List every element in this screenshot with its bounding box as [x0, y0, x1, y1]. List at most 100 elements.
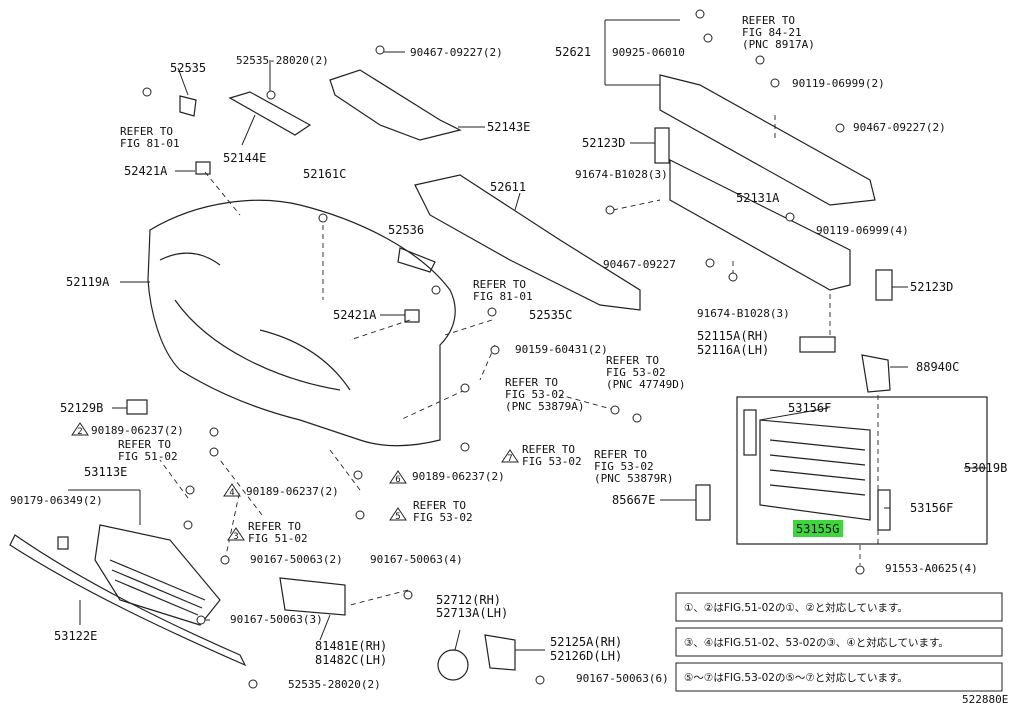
label-90159-60431[interactable]: 90159-60431(2) [515, 343, 608, 356]
label-91674-b1028-b[interactable]: 91674-B1028(3) [697, 307, 790, 320]
label-refer-81-01-line2[interactable]: FIG 81-01 [120, 137, 180, 150]
label-52535-28020-top[interactable]: 52535-28020(2) [236, 54, 329, 67]
label-52621[interactable]: 52621 [555, 45, 591, 59]
label-88940c[interactable]: 88940C [916, 360, 959, 374]
label-90167-50063-3[interactable]: 90167-50063(3) [230, 613, 323, 626]
label-90189-06237-b[interactable]: 90189-06237(2) [412, 470, 505, 483]
upper-support-shape [329, 69, 462, 141]
note-text-3: ⑤～⑦はFIG.53-02の⑤～⑦と対応しています。 [684, 671, 908, 684]
fog-cover-shape [484, 634, 516, 671]
label-52115a[interactable]: 52115A(RH) [697, 329, 769, 343]
label-refer-pnc53879r-line3[interactable]: (PNC 53879R) [594, 472, 673, 485]
label-refer-81-01-line1[interactable]: REFER TO [120, 125, 173, 138]
label-52123d-right[interactable]: 52123D [910, 280, 953, 294]
triangle-numbers: 2 3 4 6 5 7 [77, 427, 512, 542]
label-refer-81-01-mid-line1[interactable]: REFER TO [473, 278, 526, 291]
label-90119-06999-2[interactable]: 90119-06999(2) [792, 77, 885, 90]
label-refer-84-21-line3[interactable]: (PNC 8917A) [742, 38, 815, 51]
label-52712[interactable]: 52712(RH) [436, 593, 501, 607]
label-53155g[interactable]: 53155G [796, 522, 839, 536]
label-90167-50063-2a[interactable]: 90167-50063(2) [250, 553, 343, 566]
label-90189-06237-c[interactable]: 90189-06237(2) [246, 485, 339, 498]
label-52536[interactable]: 52536 [388, 223, 424, 237]
label-90467-09227-top[interactable]: 90467-09227(2) [410, 46, 503, 59]
label-53019b[interactable]: 53019B [964, 461, 1007, 475]
label-52129b[interactable]: 52129B [60, 401, 103, 415]
label-90167-50063-6[interactable]: 90167-50063(6) [576, 672, 669, 685]
sensor-85667e [695, 484, 711, 521]
label-53113e[interactable]: 53113E [84, 465, 127, 479]
label-refer-53-02-5-line2[interactable]: FIG 53-02 [413, 511, 473, 524]
label-refer-pnc53879a-line3[interactable]: (PNC 53879A) [505, 400, 584, 413]
label-refer-pnc47749-line2[interactable]: FIG 53-02 [606, 366, 666, 379]
label-53156f-top[interactable]: 53156F [788, 401, 831, 415]
seal-left-shape [743, 409, 757, 456]
reinforcement-lower-shape [669, 159, 851, 291]
triangle-mark-3: 3 [233, 532, 238, 542]
leader-solid-lines [68, 19, 987, 651]
label-53156f-right[interactable]: 53156F [910, 501, 953, 515]
label-52421a-top[interactable]: 52421A [124, 164, 168, 178]
label-90467-09227-right[interactable]: 90467-09227(2) [853, 121, 946, 134]
label-refer-51-02-b-line1[interactable]: REFER TO [248, 520, 301, 533]
note-texts: ①、②はFIG.51-02の①、②と対応しています。 ③、④はFIG.51-02… [684, 601, 949, 684]
label-52144e[interactable]: 52144E [223, 151, 266, 165]
label-52119a[interactable]: 52119A [66, 275, 110, 289]
label-90179-06349[interactable]: 90179-06349(2) [10, 494, 103, 507]
label-refer-53-02-7-line2[interactable]: FIG 53-02 [522, 455, 582, 468]
label-91674-b1028-a[interactable]: 91674-B1028(3) [575, 168, 668, 181]
label-52535[interactable]: 52535 [170, 61, 206, 75]
label-91553-a0625[interactable]: 91553-A0625(4) [885, 562, 978, 575]
label-52126d[interactable]: 52126D(LH) [550, 649, 622, 663]
label-52131a[interactable]: 52131A [736, 191, 780, 205]
note-text-2: ③、④はFIG.51-02、53-02の③、④と対応しています。 [684, 636, 949, 649]
retainer-shape [228, 91, 312, 136]
label-53122e[interactable]: 53122E [54, 629, 97, 643]
label-52161c[interactable]: 52161C [303, 167, 346, 181]
label-81481e[interactable]: 81481E(RH) [315, 639, 387, 653]
figure-id: 522880E [962, 693, 1008, 706]
label-81482c[interactable]: 81482C(LH) [315, 653, 387, 667]
label-refer-pnc53879a-line2[interactable]: FIG 53-02 [505, 388, 565, 401]
fastener-markers [142, 9, 865, 689]
label-90167-50063-4[interactable]: 90167-50063(4) [370, 553, 463, 566]
label-52535-28020-bottom[interactable]: 52535-28020(2) [288, 678, 381, 691]
label-refer-51-02-a-line2[interactable]: FIG 51-02 [118, 450, 178, 463]
label-refer-53-02-7-line1[interactable]: REFER TO [522, 443, 575, 456]
label-refer-53-02-5-line1[interactable]: REFER TO [413, 499, 466, 512]
label-52611[interactable]: 52611 [490, 180, 526, 194]
lower-spoiler-shape [9, 534, 247, 667]
label-refer-pnc47749-line1[interactable]: REFER TO [606, 354, 659, 367]
label-refer-51-02-b-line2[interactable]: FIG 51-02 [248, 532, 308, 545]
label-85667e[interactable]: 85667E [612, 493, 655, 507]
clip-90179 [57, 536, 69, 550]
label-90925-06010[interactable]: 90925-06010 [612, 46, 685, 59]
label-refer-pnc53879r-line1[interactable]: REFER TO [594, 448, 647, 461]
label-52535c[interactable]: 52535C [529, 308, 572, 322]
label-52116a[interactable]: 52116A(LH) [697, 343, 769, 357]
bracket-52123d-top [654, 127, 670, 164]
label-52143e[interactable]: 52143E [487, 120, 530, 134]
note-box-3 [675, 662, 1003, 692]
label-52123d-top[interactable]: 52123D [582, 136, 625, 150]
label-90467-09227-mid[interactable]: 90467-09227 [603, 258, 676, 271]
label-refer-84-21-line1[interactable]: REFER TO [742, 14, 795, 27]
bracket-88940c [861, 354, 891, 393]
label-refer-pnc53879a-line1[interactable]: REFER TO [505, 376, 558, 389]
label-52125a[interactable]: 52125A(RH) [550, 635, 622, 649]
label-90189-06237-a[interactable]: 90189-06237(2) [91, 424, 184, 437]
label-refer-81-01-mid-line2[interactable]: FIG 81-01 [473, 290, 533, 303]
label-90119-06999-4[interactable]: 90119-06999(4) [816, 224, 909, 237]
label-refer-pnc53879r-line2[interactable]: FIG 53-02 [594, 460, 654, 473]
label-refer-84-21-line2[interactable]: FIG 84-21 [742, 26, 802, 39]
label-refer-51-02-a-line1[interactable]: REFER TO [118, 438, 171, 451]
bracket-52115a [799, 336, 836, 353]
bumper-grille-outline [259, 329, 351, 391]
seal-right-shape [877, 489, 891, 531]
bumper-cover-shape [147, 199, 456, 447]
note-text-1: ①、②はFIG.51-02の①、②と対応しています。 [684, 601, 908, 614]
label-52713a[interactable]: 52713A(LH) [436, 606, 508, 620]
label-52421a-mid[interactable]: 52421A [333, 308, 377, 322]
label-refer-pnc47749-line3[interactable]: (PNC 47749D) [606, 378, 685, 391]
